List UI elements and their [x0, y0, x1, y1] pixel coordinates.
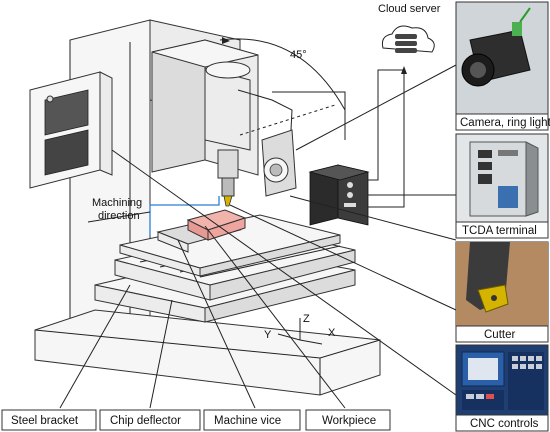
- panel-cnc: CNC controls: [455, 344, 549, 432]
- panel-terminal: TCDA terminal: [455, 133, 549, 239]
- angle-label: 45°: [290, 49, 307, 61]
- camera-bracket: [237, 89, 297, 197]
- terminal-icon: [469, 141, 539, 217]
- label-steel-bracket: Steel bracket: [11, 415, 79, 427]
- axis-x-label: X: [328, 327, 336, 339]
- coordinate-axes: Y Z X: [264, 313, 336, 345]
- leader-lines: [59, 149, 457, 409]
- panel-cutter-caption: Cutter: [484, 329, 515, 341]
- tcda-terminal-box: [308, 164, 370, 226]
- axis-y-label: Y: [264, 329, 272, 341]
- axis-z-label: Z: [303, 313, 310, 325]
- machining-direction-label-2: direction: [98, 210, 140, 222]
- cnc-controls-icon: [461, 351, 544, 410]
- cloud-server-icon: Cloud server: [378, 3, 441, 53]
- label-machine-vice: Machine vice: [214, 415, 281, 427]
- machining-direction-label-1: Machining: [92, 197, 142, 209]
- angle-indicator: 45°: [219, 37, 346, 140]
- label-chip-deflector: Chip deflector: [110, 415, 181, 427]
- panel-camera: Camera, ring light: [455, 1, 550, 131]
- machine-control-panel: [29, 71, 113, 189]
- network-links: [295, 64, 457, 208]
- machining-direction: Machining direction: [87, 196, 220, 236]
- label-workpiece: Workpiece: [322, 415, 376, 427]
- panel-camera-caption: Camera, ring light: [460, 117, 550, 129]
- cloud-server-label: Cloud server: [378, 3, 441, 15]
- bottom-labels: Steel bracket Chip deflector Machine vic…: [1, 409, 391, 431]
- panel-cutter: Cutter: [455, 241, 549, 343]
- spindle-head: [151, 39, 259, 207]
- camera-icon: [461, 7, 531, 87]
- panel-terminal-caption: TCDA terminal: [462, 225, 537, 237]
- cutter-icon: [456, 242, 548, 326]
- panel-cnc-caption: CNC controls: [470, 418, 539, 430]
